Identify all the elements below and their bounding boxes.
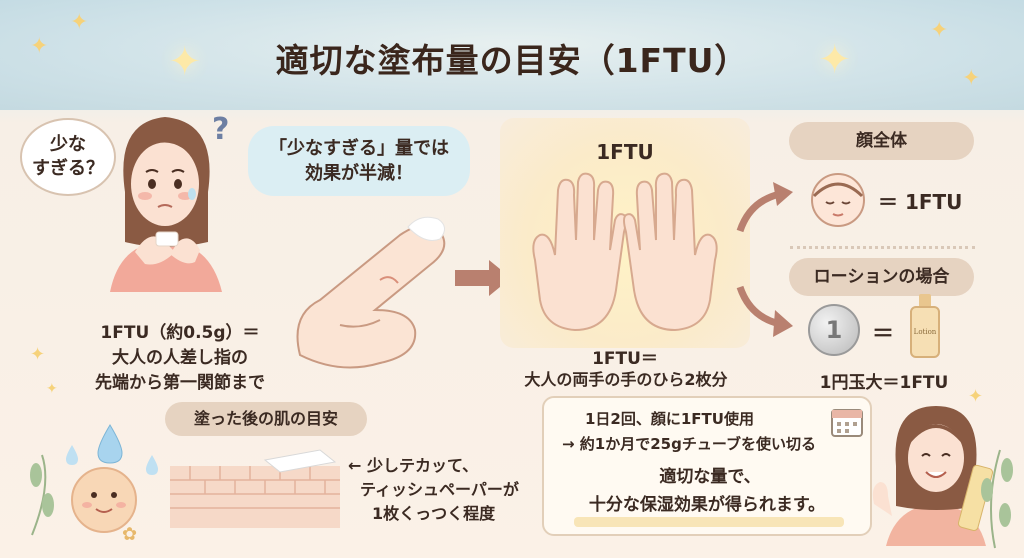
- palms-panel: [500, 118, 750, 348]
- palms-caption-line-1: 1FTU＝: [592, 349, 658, 369]
- calendar-icon: [831, 409, 863, 437]
- question-mark-icon: ?: [212, 112, 230, 147]
- palms-caption-line-2: 大人の両手の手のひら2枚分: [524, 370, 728, 389]
- skin-desc-line-2: ティッシュペーパーが: [360, 480, 519, 499]
- skin-layers-illustration: [170, 449, 340, 528]
- sparkle-icon: ✦: [962, 66, 981, 91]
- title-band: [0, 0, 1024, 110]
- usage-line-1: 1日2回、顔に1FTU使用: [585, 410, 754, 428]
- face-equation: ＝ 1FTU: [878, 190, 963, 214]
- sparkle-icon: ✦: [70, 10, 89, 35]
- droplet-character-illustration: ✿: [30, 424, 158, 545]
- skin-header: 塗った後の肌の目安: [165, 402, 367, 436]
- palms-illustration: [532, 172, 718, 332]
- palms-panel-label: 1FTU: [596, 140, 654, 164]
- skin-desc-line-3: 1枚くっつく程度: [372, 504, 496, 523]
- fingertip-illustration: [296, 216, 446, 369]
- face-header: 顔全体: [789, 122, 974, 160]
- definition-line-2: 大人の人差し指の: [112, 348, 248, 368]
- sparkle-icon: ✦: [930, 18, 949, 43]
- svg-text:✿: ✿: [122, 524, 137, 545]
- definition-line-3: 先端から第一関節まで: [95, 373, 265, 393]
- usage-line-4: 十分な保湿効果が得られます。: [588, 495, 826, 515]
- usage-box: [542, 396, 872, 536]
- lotion-bottle-label: Lotion: [913, 328, 937, 336]
- sparkle-icon: ✦: [968, 386, 984, 407]
- lotion-header: ローションの場合: [789, 258, 974, 296]
- lotion-caption: 1円玉大＝1FTU: [819, 373, 949, 393]
- page-title: 適切な塗布量の目安（1FTU）: [275, 41, 749, 80]
- speech-bubble: 「少なすぎる」量では 効果が半減！: [248, 126, 470, 196]
- sparkle-icon: ✦: [818, 37, 852, 83]
- sparkle-icon: ✦: [30, 34, 49, 59]
- usage-line-3: 適切な量で、: [659, 467, 761, 487]
- face-icon: [811, 173, 865, 227]
- thought-bubble: 少な すぎる？: [20, 118, 116, 196]
- arrow-up-right-icon: [736, 182, 793, 233]
- arrow-down-right-icon: [736, 285, 793, 337]
- arrow-right-icon: [455, 260, 511, 296]
- divider: [790, 246, 975, 249]
- skin-desc-line-1: ← 少しテカッて、: [348, 456, 479, 475]
- one-yen-coin-icon: 1: [808, 304, 860, 356]
- lotion-bottle-icon: Lotion: [910, 294, 940, 358]
- usage-line-2: → 約1か月で25gチューブを使い切る: [562, 435, 816, 453]
- sparkle-icon: ✦: [168, 39, 202, 85]
- leaf-branch-illustration: [981, 449, 1013, 549]
- lotion-equals: ＝: [872, 322, 895, 347]
- sparkle-icon: ✦: [46, 381, 58, 397]
- coin-digit: 1: [825, 316, 843, 344]
- sparkle-icon: ✦: [30, 344, 46, 365]
- highlight-marker: [574, 517, 844, 527]
- worried-woman-illustration: [110, 117, 222, 292]
- definition-line-1: 1FTU（約0.5g）＝: [100, 323, 260, 343]
